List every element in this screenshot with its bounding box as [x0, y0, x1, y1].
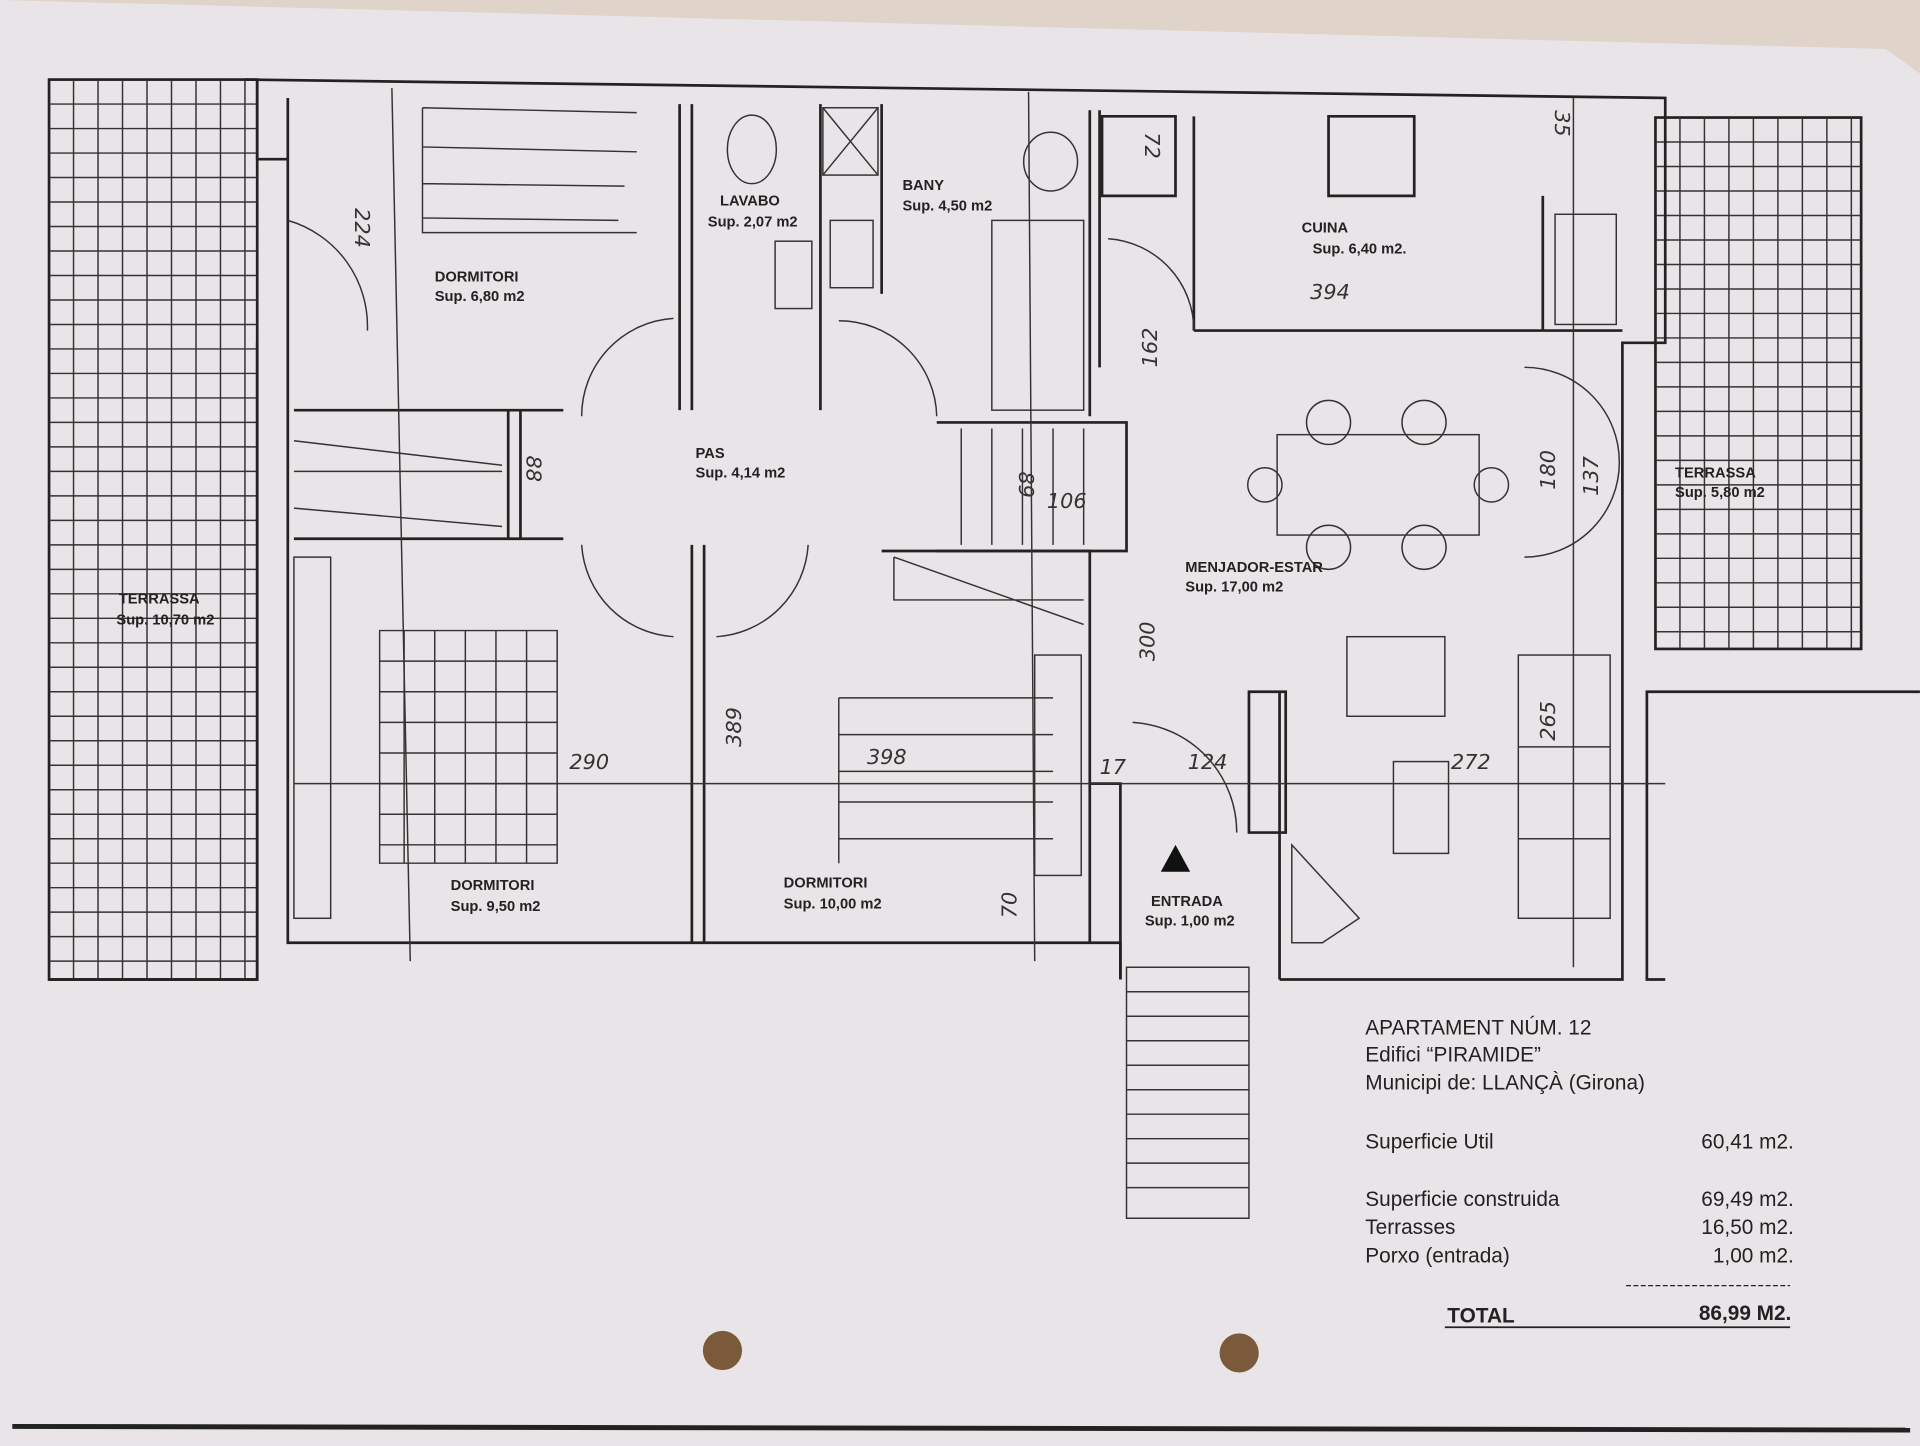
punch-hole: [1219, 1333, 1259, 1373]
room-name: LAVABO: [720, 194, 780, 210]
terrace-right: [1654, 116, 1863, 651]
area-summary: APARTAMENT NÚM. 12 Edifici “PIRAMIDE” Mu…: [1365, 1017, 1794, 1329]
summary-label: Terrasses: [1365, 1216, 1455, 1239]
room-name: TERRASSA: [119, 592, 200, 608]
summary-value: 16,50 m2.: [1701, 1216, 1794, 1239]
punch-hole: [702, 1330, 743, 1371]
room-name: DORMITORI: [451, 878, 535, 894]
summary-label: Superficie construida: [1365, 1188, 1560, 1211]
room-name: CUINA: [1302, 221, 1349, 237]
dimension: 265: [1536, 701, 1560, 741]
room-area: Sup. 10,00 m2: [784, 896, 882, 912]
dimension: 300: [1136, 621, 1160, 661]
room-labels: DORMITORI Sup. 6,80 m2 LAVABO Sup. 2,07 …: [116, 178, 1764, 930]
entrance-arrow-icon: [1160, 844, 1191, 872]
summary-value: 1,00 m2.: [1713, 1244, 1794, 1267]
room-area: Sup. 1,00 m2: [1145, 914, 1235, 930]
dimension: 394: [1310, 280, 1350, 304]
room-name: MENJADOR-ESTAR: [1185, 560, 1323, 576]
summary-title: APARTAMENT NÚM. 12: [1365, 1017, 1591, 1040]
room-name: DORMITORI: [435, 270, 519, 286]
dimension: 88: [522, 455, 546, 481]
dimension: 398: [867, 745, 907, 769]
room-name: BANY: [902, 178, 944, 194]
dimension: 70: [997, 892, 1021, 918]
room-area: Sup. 17,00 m2: [1185, 579, 1283, 595]
summary-value: 60,41 m2.: [1701, 1130, 1794, 1153]
total-label: TOTAL: [1447, 1304, 1515, 1327]
room-name: ENTRADA: [1151, 894, 1223, 910]
dimension: 389: [722, 707, 746, 747]
dimension: 106: [1047, 489, 1087, 513]
room-name: TERRASSA: [1675, 466, 1756, 482]
summary-value: 69,49 m2.: [1701, 1188, 1794, 1211]
dimension: 290: [569, 750, 609, 774]
dimension: 162: [1138, 328, 1162, 368]
summary-label: Superficie Util: [1365, 1130, 1493, 1153]
room-area: Sup. 2,07 m2: [708, 215, 798, 231]
dimension: 72: [1140, 132, 1164, 158]
room-area: Sup. 10,70 m2: [116, 612, 214, 628]
room-area: Sup. 6,40 m2.: [1313, 241, 1407, 257]
dimension: 137: [1579, 455, 1603, 495]
room-area: Sup. 5,80 m2: [1675, 485, 1765, 501]
dimension: 89: [1014, 471, 1038, 497]
room-area: Sup. 4,50 m2: [902, 199, 992, 215]
fixtures: [293, 107, 1618, 1219]
dimension-labels: 224 72 35 394 162 180 137 88 89 106 290 …: [350, 110, 1603, 918]
summary-label: Porxo (entrada): [1365, 1244, 1510, 1267]
room-area: Sup. 4,14 m2: [696, 466, 786, 482]
room-name: DORMITORI: [784, 876, 868, 892]
door-swings: [287, 88, 1666, 968]
total-value: 86,99 M2.: [1699, 1302, 1792, 1325]
dimension: 272: [1451, 750, 1491, 774]
summary-municipality: Municipi de: LLANÇÀ (Girona): [1365, 1072, 1645, 1095]
room-area: Sup. 9,50 m2: [451, 899, 541, 915]
dimension: 17: [1100, 755, 1127, 779]
dimension: 124: [1188, 750, 1228, 774]
room-name: PAS: [696, 446, 725, 462]
building-walls: [49, 78, 1920, 981]
dimension: 224: [350, 208, 374, 248]
room-area: Sup. 6,80 m2: [435, 289, 525, 305]
dimension: 180: [1536, 450, 1560, 490]
summary-building: Edifici “PIRAMIDE”: [1365, 1044, 1541, 1067]
dimension: 35: [1550, 110, 1574, 136]
